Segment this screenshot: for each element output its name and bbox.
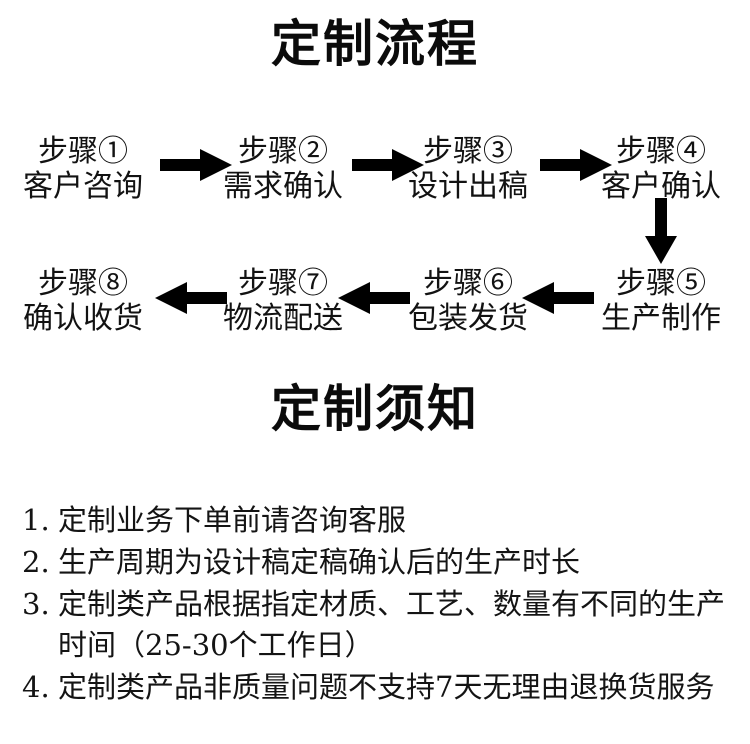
flow-step-6-label: 包装发货 [408,301,528,337]
arrow-right-icon-3-4 [540,148,612,182]
notice-item-text: 生产周期为设计稿定稿确认后的生产时长 [58,545,581,579]
arrow-right-icon-2-3 [352,148,424,182]
flow-step-3: 步骤③ 设计出稿 [393,134,543,205]
flow-step-2-label: 需求确认 [223,169,343,205]
notice-item-text: 定制类产品非质量问题不支持7天无理由退换货服务 [58,670,715,704]
flow-step-7-number: 步骤⑦ [238,266,328,301]
flow-step-6-number: 步骤⑥ [423,266,513,301]
notice-item-number: 2. [22,545,50,579]
flow-step-5-label: 生产制作 [601,301,721,337]
arrow-left-icon-7-8 [155,281,227,315]
flow-step-7-label: 物流配送 [223,301,343,337]
page-title-process: 定制流程 [271,14,479,73]
notice-list-item: 2. 生产周期为设计稿定稿确认后的生产时长 [22,542,738,583]
notice-list: 1. 定制业务下单前请咨询客服 2. 生产周期为设计稿定稿确认后的生产时长 3.… [22,500,738,709]
flow-step-8: 步骤⑧ 确认收货 [8,266,158,337]
flow-step-5-number: 步骤⑤ [616,266,706,301]
arrow-left-icon-5-6 [522,281,594,315]
flow-step-3-label: 设计出稿 [408,169,528,205]
notice-item-text: 定制类产品根据指定材质、工艺、数量有不同的生产时间（25-30个工作日） [58,587,726,662]
flow-step-7: 步骤⑦ 物流配送 [208,266,358,337]
notice-item-number: 1. [22,503,50,537]
notice-item-number: 3. [22,587,50,621]
arrow-down-icon-4-5 [644,198,678,264]
flow-step-4: 步骤④ 客户确认 [586,134,736,205]
notice-item-number: 4. [22,670,50,704]
arrow-right-icon-1-2 [160,148,232,182]
flow-step-5: 步骤⑤ 生产制作 [586,266,736,337]
flow-step-2-number: 步骤② [238,134,328,169]
notice-list-item: 4. 定制类产品非质量问题不支持7天无理由退换货服务 [22,667,738,708]
notice-list-item: 1. 定制业务下单前请咨询客服 [22,500,738,541]
flow-step-3-number: 步骤③ [423,134,513,169]
flow-step-1: 步骤① 客户咨询 [8,134,158,205]
notice-list-item: 3. 定制类产品根据指定材质、工艺、数量有不同的生产时间（25-30个工作日） [22,584,738,666]
flow-step-2: 步骤② 需求确认 [208,134,358,205]
process-flow-diagram: 步骤① 客户咨询 步骤② 需求确认 步骤③ 设计出稿 步骤④ 客户确认 步骤 [0,126,750,366]
flow-step-8-number: 步骤⑧ [38,266,128,301]
notice-item-text: 定制业务下单前请咨询客服 [58,503,407,537]
flow-step-4-number: 步骤④ [616,134,706,169]
flow-step-6: 步骤⑥ 包装发货 [393,266,543,337]
flow-step-1-label: 客户咨询 [23,169,143,205]
page-title-notice: 定制须知 [271,379,479,438]
arrow-left-icon-6-7 [338,281,410,315]
flow-step-8-label: 确认收货 [23,301,143,337]
flow-step-1-number: 步骤① [38,134,128,169]
